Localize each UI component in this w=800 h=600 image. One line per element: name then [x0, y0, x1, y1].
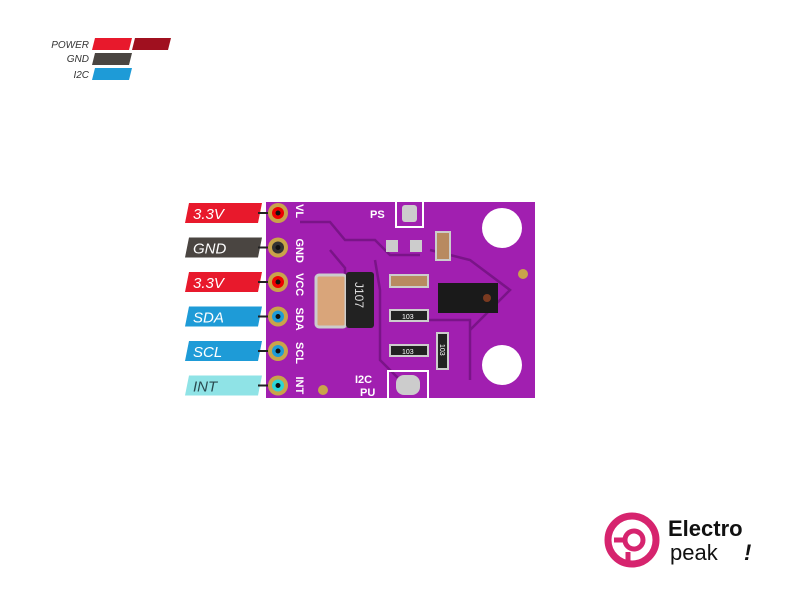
pin-hole-center	[275, 210, 281, 216]
i2c-pu-jumper-box	[387, 370, 429, 400]
ps-label: PS	[370, 209, 385, 221]
logo-e-stroke	[614, 537, 631, 562]
capacitor	[314, 273, 348, 329]
legend: POWER GND I2C	[51, 38, 171, 81]
pin-labels: 3.3V VL GND GND 3.3V VCC SDA SDA SCL SCL INT INT	[185, 203, 305, 396]
svg-text:103: 103	[402, 349, 414, 356]
pin-hole-center	[275, 245, 281, 250]
sensor-board: PS I2C PU J107 103 103 103	[266, 200, 535, 400]
resistor: 103	[389, 344, 429, 357]
pin-label-text: 3.3V	[193, 206, 226, 223]
ps-jumper-pad[interactable]	[402, 205, 417, 222]
svg-text:103: 103	[402, 314, 414, 321]
legend-i2c-swatch	[92, 68, 132, 80]
mounting-hole	[482, 208, 522, 248]
resistor: 103	[436, 332, 449, 370]
led-pad	[386, 240, 398, 252]
legend-power-swatch-dark	[132, 38, 171, 50]
pin-silk-label: VL	[293, 204, 305, 218]
brand-mark: !	[744, 540, 751, 565]
resistor: 103	[389, 309, 429, 322]
pin-label-box	[185, 237, 262, 258]
pin-sda: SDA SDA	[185, 306, 305, 331]
pin-silk-label: INT	[293, 377, 305, 395]
legend-power-swatch	[92, 38, 132, 50]
logo-p-icon	[622, 528, 646, 552]
pin-int: INT INT	[185, 375, 305, 396]
voltage-regulator	[346, 272, 374, 328]
logo-ring	[604, 512, 660, 568]
ps-jumper-box	[395, 200, 424, 228]
pin-label-text: GND	[193, 241, 227, 258]
i2c-label: I2C	[355, 374, 372, 386]
via-pad	[518, 269, 528, 279]
pin-hole-center	[275, 314, 281, 319]
pin-label-box	[185, 341, 262, 361]
mounting-hole	[482, 345, 522, 385]
capacitor	[435, 231, 451, 261]
pin-label-text: 3.3V	[193, 275, 226, 292]
regulator-label: J107	[352, 282, 366, 308]
svg-text:103: 103	[438, 344, 445, 356]
pin-silk-label: GND	[293, 239, 305, 264]
brand-line2: peak	[670, 540, 719, 565]
pin-silk-label: SCL	[293, 342, 305, 364]
sensor-window	[483, 294, 491, 302]
legend-i2c-label: I2C	[73, 70, 89, 81]
via-pad	[318, 385, 328, 395]
electropeak-logo: Electro peak !	[604, 512, 751, 568]
i2c-pu-jumper-pad[interactable]	[396, 375, 420, 395]
legend-power-label: POWER	[51, 40, 89, 51]
legend-gnd-label: GND	[67, 54, 89, 65]
pu-label: PU	[360, 387, 375, 399]
pin-scl: SCL SCL	[185, 341, 305, 364]
pin-label-box	[185, 203, 262, 223]
pin-label-text: INT	[193, 379, 219, 396]
pin-label-text: SDA	[193, 310, 224, 327]
pin-hole-center	[275, 348, 281, 354]
pin-vcc: 3.3V VCC	[185, 272, 305, 296]
pin-silk-label: VCC	[293, 273, 305, 296]
legend-gnd-swatch	[92, 53, 132, 65]
pin-label-box	[185, 306, 262, 327]
pin-hole-center	[275, 383, 281, 388]
pin-label-text: SCL	[193, 344, 222, 361]
pin-hole-center	[275, 279, 281, 285]
pin-label-box	[185, 272, 262, 292]
pin-vl: 3.3V VL	[185, 203, 305, 223]
pin-silk-label: SDA	[293, 308, 305, 331]
pin-gnd: GND GND	[185, 237, 305, 264]
brand-line1: Electro	[668, 516, 743, 541]
capacitor	[389, 274, 429, 288]
led-pad	[410, 240, 422, 252]
pin-label-box	[185, 375, 262, 396]
